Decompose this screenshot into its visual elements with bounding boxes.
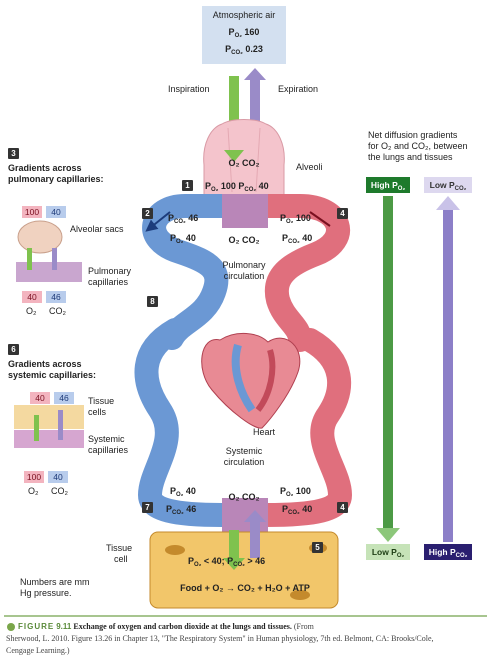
pulmonary-capillaries-label-1: Pulmonary <box>88 266 132 276</box>
systemic-capillary-band <box>14 430 84 448</box>
pulmonary-circulation-label-1: Pulmonary <box>222 260 266 270</box>
figure-source-3: Cengage Learning.) <box>6 646 70 655</box>
atmospheric-pco2: PCO₂ 0.23 <box>225 44 263 56</box>
badge-7: 7 <box>142 502 153 513</box>
pulmonary-capillaries-label-2: capillaries <box>88 277 129 287</box>
alveolar-sacs-label: Alveolar sacs <box>70 224 124 234</box>
pulmonary-capillary-bridge <box>222 194 268 228</box>
tissue-cell-shape <box>149 531 339 609</box>
panel6-top-po2: 40 <box>30 392 50 404</box>
numbers-note-1: Numbers are mm <box>20 577 90 587</box>
atmospheric-air-box <box>202 6 286 64</box>
badge-1: 1 <box>182 180 193 191</box>
gradients-title-2: for O₂ and CO₂, between <box>368 141 468 151</box>
tissue-cell-label-2: cell <box>114 554 128 564</box>
figure-source-1: (From <box>293 622 314 631</box>
systemic-capillaries-label-2: capillaries <box>88 445 129 455</box>
badge-5: 5 <box>312 542 323 553</box>
badge-2: 2 <box>142 208 153 219</box>
panel3-o2-label: O₂ <box>26 306 37 316</box>
systemic-deoxygenated-vessel <box>134 318 234 527</box>
pulmonary-right-po2: PO₂ 100 <box>280 213 311 225</box>
panel6-top-pco2: 46 <box>54 392 74 404</box>
low-po2-box: Low PO₂ <box>366 544 410 560</box>
low-pco2-box: Low PCO₂ <box>424 177 472 193</box>
atmospheric-air-title: Atmospheric air <box>212 10 276 20</box>
tissue-reaction: Food + O₂ → CO₂ + H₂O + ATP <box>180 583 310 593</box>
gradients-title-3: the lungs and tissues <box>368 152 453 162</box>
badge-6: 6 <box>8 344 19 355</box>
figure-number: 9.11 <box>56 622 72 631</box>
expiration-label: Expiration <box>278 84 319 94</box>
panel3-title-2: pulmonary capillaries: <box>8 174 104 184</box>
gradients-title-1: Net diffusion gradients <box>368 130 458 140</box>
pulmonary-left-po2: PO₂ 40 <box>170 233 196 245</box>
badge-8: 8 <box>147 296 158 307</box>
figure-label: FIGURE <box>18 622 55 631</box>
pulmonary-bridge-gases: O₂ CO₂ <box>228 235 260 245</box>
alveolar-sacs-shape <box>17 220 63 254</box>
inspiration-arrow <box>229 76 239 150</box>
tissue-cell-label-1: Tissue <box>106 543 133 553</box>
badge-3: 3 <box>8 148 19 159</box>
systemic-capillary-bridge <box>222 498 268 532</box>
alveoli-partial-pressures: PO₂ 100 PCO₂ 40 <box>205 181 269 193</box>
figure-source-2: Sherwood, L. 2010. Figure 13.26 in Chapt… <box>6 634 434 643</box>
panel6-bottom-po2: 100 <box>24 471 44 483</box>
tissue-cells-label-2: cells <box>88 407 107 417</box>
tissue-o2-arrow <box>229 530 239 558</box>
panel6-title-1: Gradients across <box>8 359 82 369</box>
expiration-arrow <box>250 80 260 150</box>
panel3-co2-label: CO₂ <box>49 306 66 316</box>
figure-title: Exchange of oxygen and carbon dioxide at… <box>73 622 292 631</box>
badge-4-bottom: 4 <box>337 502 348 513</box>
figure-bullet-icon <box>7 623 15 631</box>
systemic-left-pco2: PCO₂ 46 <box>166 504 197 516</box>
pulmonary-right-pco2: PCO₂ 40 <box>282 233 313 245</box>
high-pco2-box: High PCO₂ <box>424 544 472 560</box>
tissue-co2-arrow <box>250 522 260 558</box>
pulmonary-deoxygenated-vessel <box>142 194 242 350</box>
panel3-bottom-po2: 40 <box>22 291 42 303</box>
systemic-bridge-gases: O₂ CO₂ <box>228 492 260 502</box>
inspiration-arrowhead <box>224 150 244 162</box>
systemic-capillaries-label-1: Systemic <box>88 434 125 444</box>
pulmonary-circulation-label-2: circulation <box>223 271 265 281</box>
badge-4-top: 4 <box>337 208 348 219</box>
expiration-arrowhead <box>244 68 266 80</box>
o2-gradient-arrow <box>383 196 393 528</box>
heart-label: Heart <box>253 427 276 437</box>
high-po2-box: High PO₂ <box>366 177 410 193</box>
panel6-co2-label: CO₂ <box>51 486 68 496</box>
figure-caption-line-1: FIGURE 9.11 Exchange of oxygen and carbo… <box>6 621 486 632</box>
panel3-top-pco2: 40 <box>46 206 66 218</box>
tissue-cells-label-1: Tissue <box>88 396 115 406</box>
panel6-bottom-pco2: 40 <box>48 471 68 483</box>
panel6-o2-label: O₂ <box>28 486 39 496</box>
systemic-oxygenated-vessel <box>254 328 353 527</box>
pulmonary-oxygenated-vessel <box>246 194 350 352</box>
systemic-right-po2: PO₂ 100 <box>280 486 311 498</box>
panel3-title-1: Gradients across <box>8 163 82 173</box>
systemic-left-po2: PO₂ 40 <box>170 486 196 498</box>
heart-shape <box>201 333 301 429</box>
systemic-circulation-label-1: Systemic <box>225 446 263 456</box>
pulmonary-capillary-band <box>16 262 82 282</box>
numbers-note-2: Hg pressure. <box>20 588 72 598</box>
panel3-top-po2: 100 <box>22 206 42 218</box>
alveoli-o2-co2: O₂ CO₂ <box>228 158 260 168</box>
co2-gradient-arrow <box>443 210 453 542</box>
atmospheric-po2: PO₂ 160 <box>228 27 260 39</box>
alveolus-shape <box>203 119 285 196</box>
pulmonary-left-pco2: PCO₂ 46 <box>168 213 199 225</box>
panel6-title-2: systemic capillaries: <box>8 370 97 380</box>
tissue-partial-pressures: PO₂ < 40; PCO₂ > 46 <box>188 556 266 568</box>
systemic-right-pco2: PCO₂ 40 <box>282 504 313 516</box>
systemic-circulation-label-2: circulation <box>223 457 265 467</box>
inspiration-label: Inspiration <box>168 84 210 94</box>
panel3-bottom-pco2: 46 <box>46 291 66 303</box>
alveoli-label: Alveoli <box>296 162 323 172</box>
systemic-tissue-cells <box>14 405 84 429</box>
